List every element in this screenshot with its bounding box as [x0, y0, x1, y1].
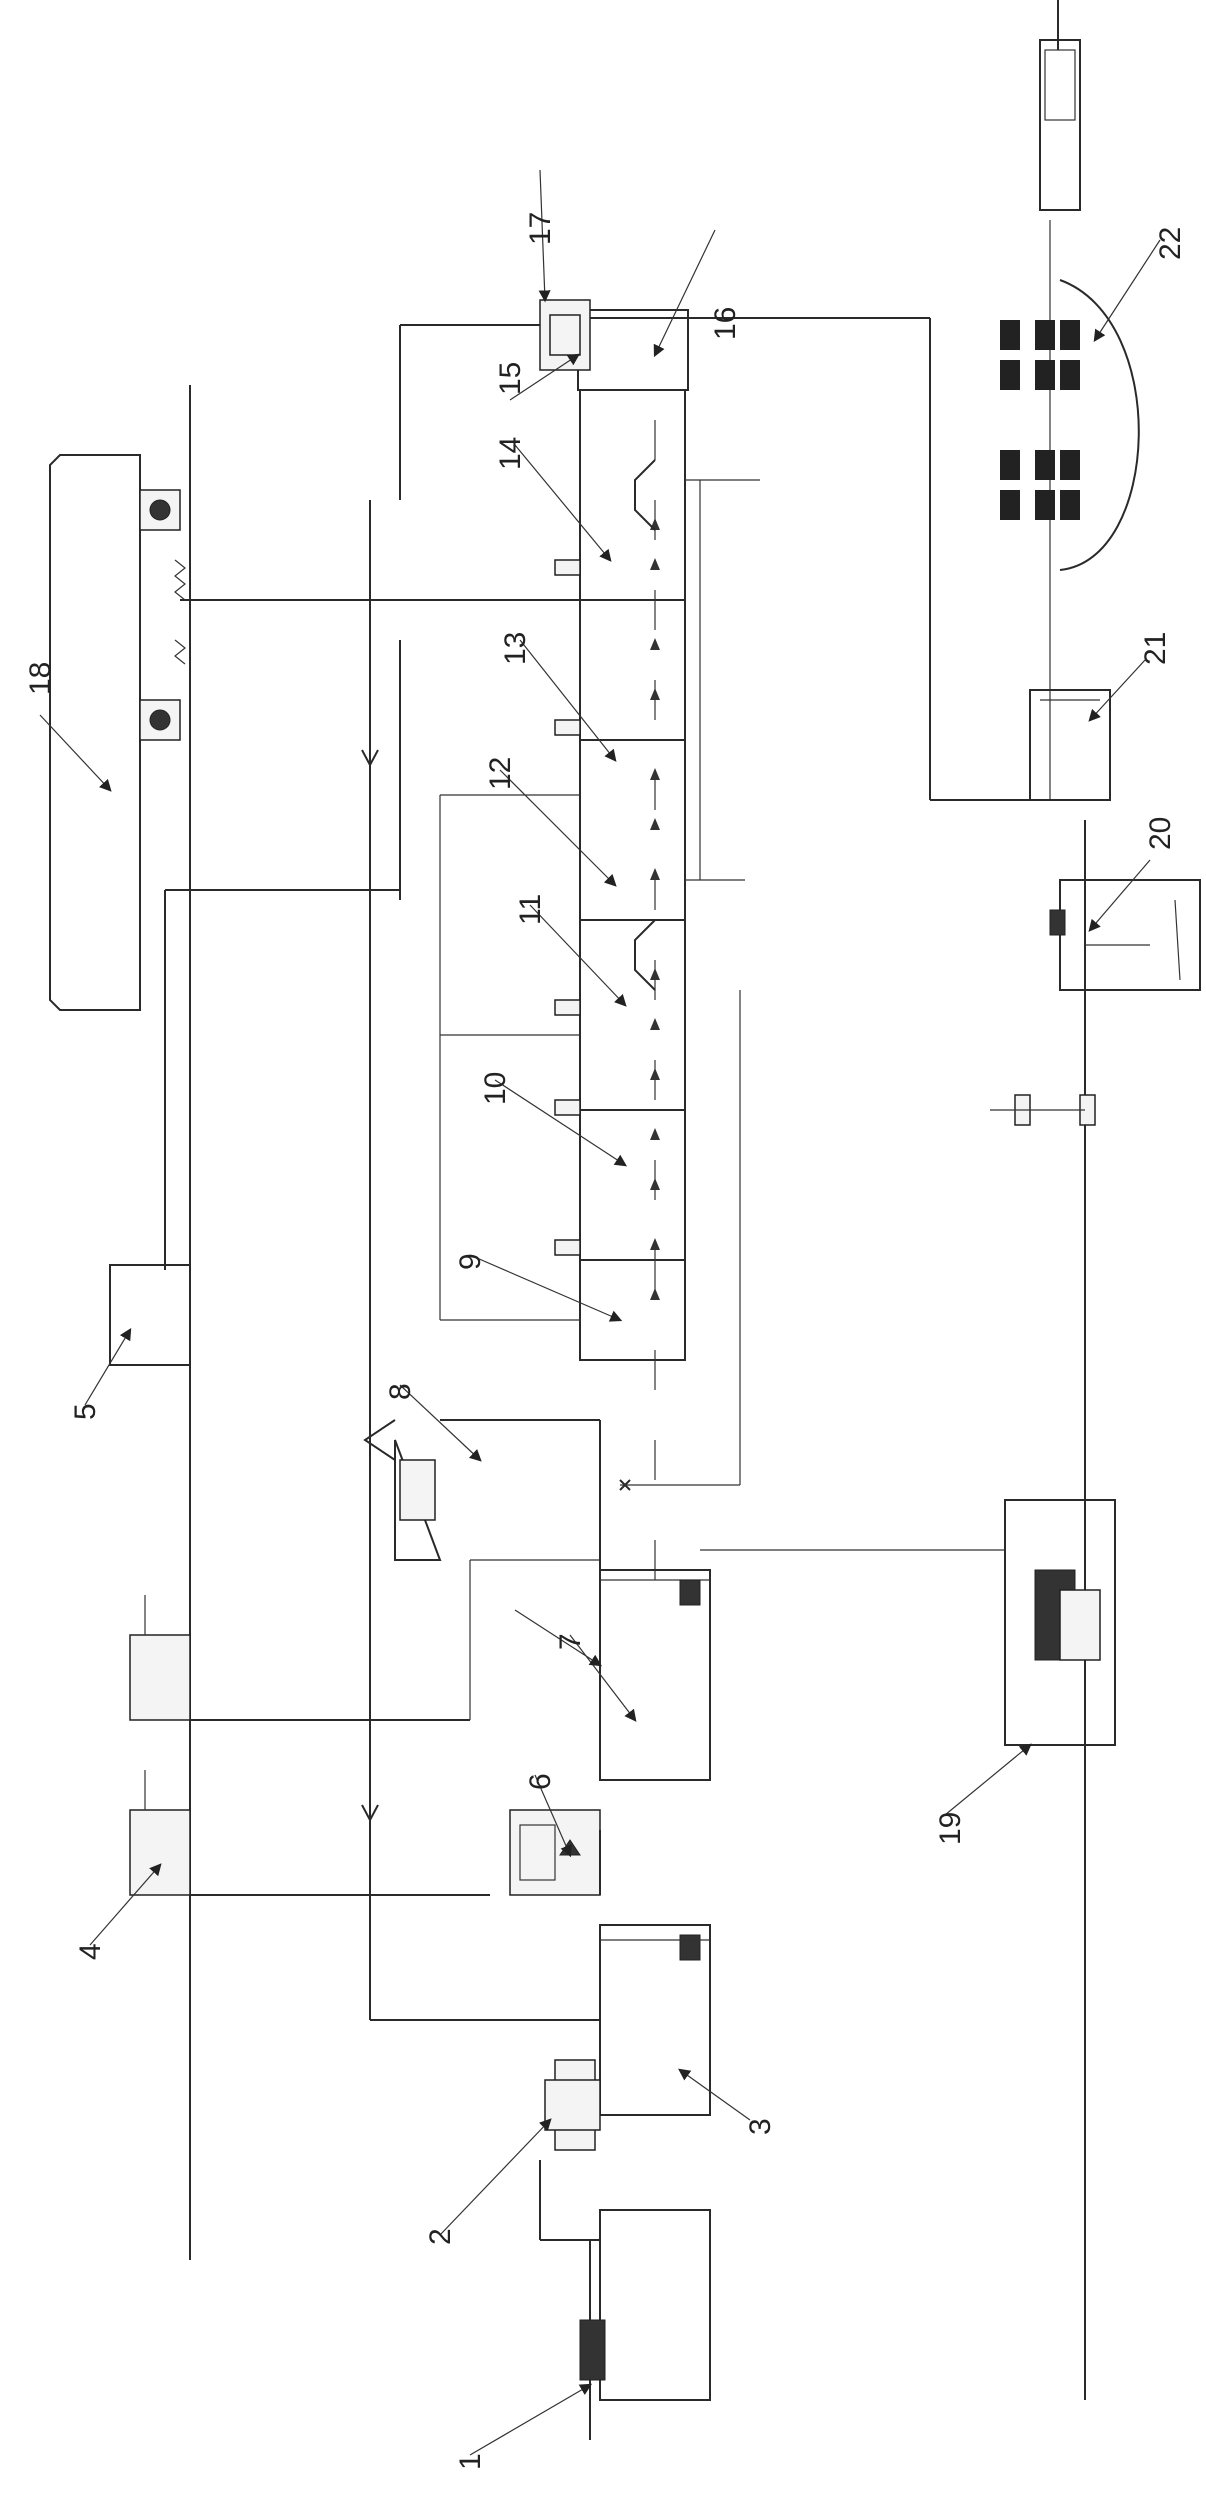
label-14: 14 [494, 437, 527, 470]
dewatering-19 [700, 1460, 1116, 1746]
label-6: 6 [524, 1773, 557, 1790]
tank-5 [109, 1264, 191, 1366]
label-15: 15 [494, 362, 527, 395]
screen-2 [539, 2059, 601, 2241]
label-8: 8 [384, 1383, 417, 1400]
label-7: 7 [554, 1633, 587, 1650]
chemical-dosing-4 [129, 1559, 600, 1896]
aeration-tanks [439, 389, 760, 1580]
label-3: 3 [744, 2118, 777, 2135]
tank-1 [579, 2209, 711, 2440]
filter-8 [363, 990, 741, 1570]
ground-lines [189, 0, 1086, 2400]
label-21: 21 [1139, 632, 1172, 665]
blower-room-18 [49, 454, 580, 1011]
label-13: 13 [499, 632, 532, 665]
label-11: 11 [514, 894, 547, 925]
tank-20 [990, 879, 1201, 1126]
equipment-6-7 [509, 1569, 711, 1896]
tank-3 [599, 1924, 711, 2116]
label-20: 20 [1144, 817, 1177, 850]
label-1: 1 [454, 2453, 487, 2470]
label-16: 16 [709, 307, 742, 340]
label-4: 4 [74, 1943, 107, 1960]
label-18: 18 [24, 662, 57, 695]
tank-21 [1029, 689, 1111, 801]
label-5: 5 [69, 1403, 102, 1420]
leader-lines [39, 169, 1161, 2456]
disinfection-15-16-17 [400, 299, 1050, 801]
label-17: 17 [524, 212, 557, 245]
return-pipe [164, 325, 600, 2021]
wetland-22 [1000, 39, 1140, 571]
label-22: 22 [1154, 227, 1187, 260]
label-12: 12 [484, 757, 517, 790]
label-9: 9 [454, 1253, 487, 1270]
label-2: 2 [424, 2228, 457, 2245]
label-19: 19 [934, 1812, 967, 1845]
number-labels: 1 2 3 4 5 6 7 8 9 10 11 12 13 14 15 16 1… [24, 212, 1187, 2470]
label-10: 10 [479, 1072, 512, 1105]
